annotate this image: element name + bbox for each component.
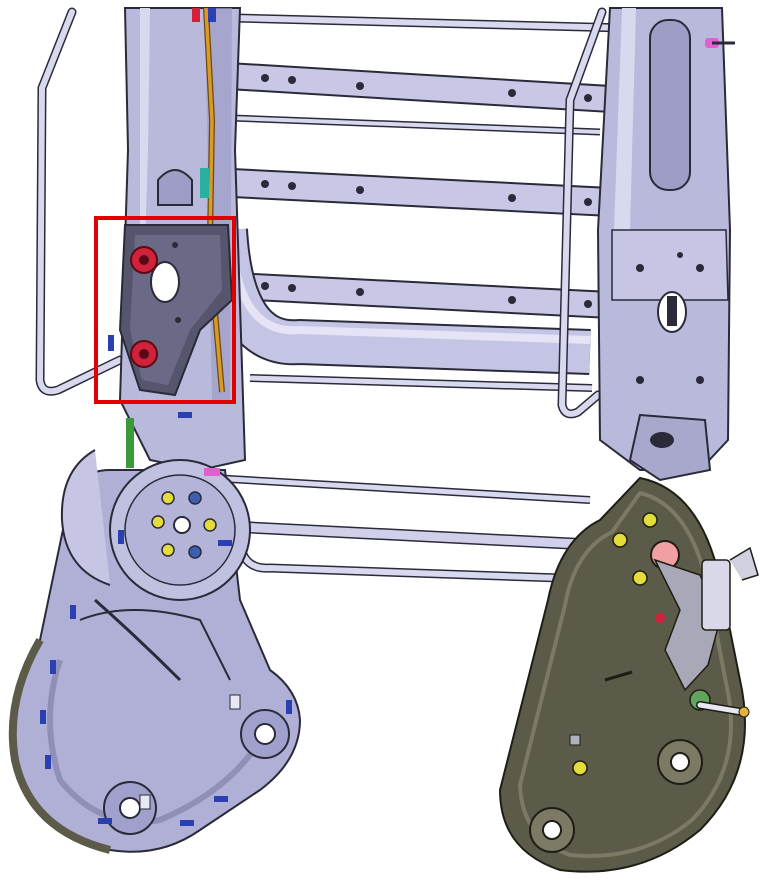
clip-blue-top <box>208 8 216 22</box>
left-wire-loop <box>35 7 125 396</box>
left-hub <box>60 449 251 601</box>
bracket-hole <box>150 261 180 303</box>
clip-teal-mid <box>200 168 209 198</box>
highlight-box <box>94 216 236 404</box>
left-rail-clips <box>40 335 292 826</box>
rail-slot-left <box>157 169 193 206</box>
clip-green <box>126 418 134 468</box>
left-mount-bracket <box>118 224 234 397</box>
right-lower-bracket <box>628 413 712 482</box>
red-nut-lower <box>130 340 158 368</box>
casting-hole-right <box>240 709 290 759</box>
red-nut-upper <box>130 246 158 274</box>
right-wire-loop <box>557 7 607 419</box>
clip-magenta-hub <box>204 468 220 476</box>
plate-hole-lower-right <box>657 739 703 785</box>
rail-slot-right <box>649 19 691 191</box>
latch-mechanism <box>604 546 759 718</box>
clip-red-top <box>192 8 200 22</box>
right-recliner-plate <box>498 476 759 873</box>
plate-hole-lower-left <box>529 807 575 853</box>
right-side-rail <box>596 7 735 471</box>
